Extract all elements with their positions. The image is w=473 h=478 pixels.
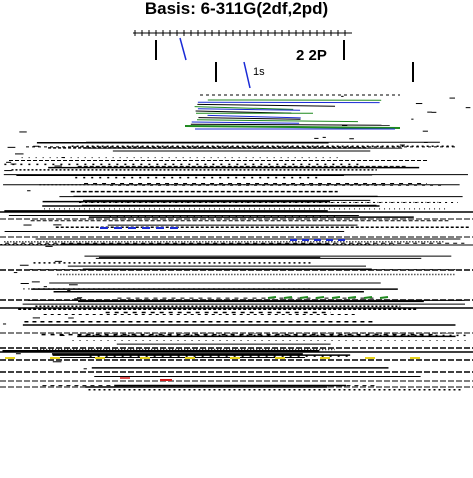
green-segment: [331, 296, 341, 299]
fragment-label: 2 2P: [296, 47, 327, 64]
cluster-line: [194, 106, 294, 110]
cluster-line: [191, 121, 300, 124]
cluster-base: [184, 125, 401, 129]
green-segment: [347, 296, 357, 299]
green-segment: [379, 296, 389, 299]
green-segment: [315, 296, 325, 299]
cluster-line: [197, 108, 301, 111]
blue-stem: [243, 61, 251, 89]
page-title: Basis: 6-311G(2df,2pd): [144, 0, 329, 18]
green-segment: [299, 296, 309, 299]
green-segment: [283, 296, 293, 299]
orbital-label: 1s: [253, 66, 265, 78]
green-segment: [363, 296, 373, 299]
blue-stem: [179, 37, 187, 61]
cluster-line: [198, 117, 301, 120]
cluster-line: [197, 103, 336, 107]
cluster-line: [197, 119, 358, 123]
cluster-line: [207, 114, 301, 119]
cluster-line: [190, 123, 390, 126]
green-segment: [267, 296, 277, 299]
